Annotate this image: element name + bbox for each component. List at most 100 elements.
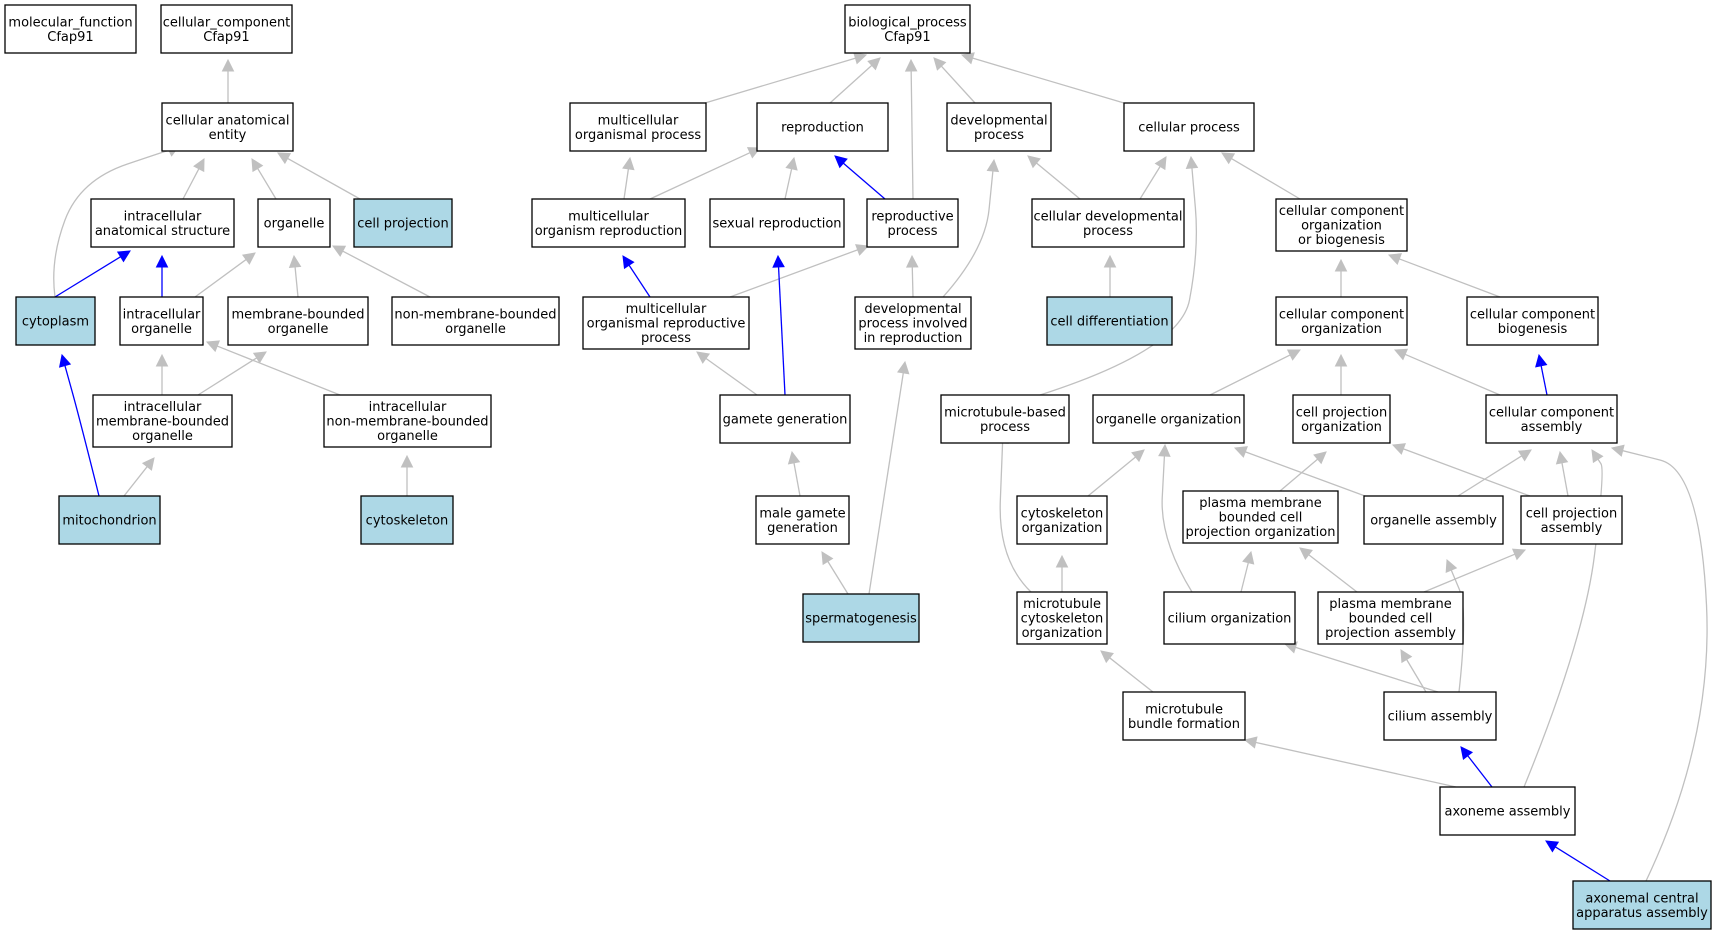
node-box[interactable] <box>854 296 972 350</box>
node-box[interactable] <box>1016 591 1108 645</box>
go-term-node-mito[interactable]: mitochondrion <box>58 495 161 545</box>
node-box[interactable] <box>119 296 204 346</box>
node-box[interactable] <box>1092 394 1245 444</box>
node-box[interactable] <box>1016 495 1108 545</box>
node-label-line: microtubule <box>1145 702 1223 717</box>
node-label-line: cytoskeleton <box>366 514 449 529</box>
node-box[interactable] <box>844 4 971 54</box>
node-box[interactable] <box>866 198 959 248</box>
node-box[interactable] <box>755 495 850 545</box>
node-box[interactable] <box>569 102 707 152</box>
node-box[interactable] <box>1122 691 1246 741</box>
edge-line <box>729 248 860 298</box>
go-term-node-ciliumo[interactable]: cilium organization <box>1163 591 1296 645</box>
node-box[interactable] <box>1439 786 1576 836</box>
go-term-node-cellp[interactable]: cellular process <box>1123 102 1255 152</box>
go-term-node-sexr[interactable]: sexual reproduction <box>709 198 845 248</box>
node-box[interactable] <box>92 394 233 448</box>
node-box[interactable] <box>940 394 1070 444</box>
go-term-node-cyto[interactable]: cytoplasm <box>15 296 96 346</box>
node-box[interactable] <box>353 198 453 248</box>
node-box[interactable] <box>802 593 920 643</box>
node-box[interactable] <box>1182 490 1339 544</box>
go-term-node-spermato[interactable]: spermatogenesis <box>802 593 920 643</box>
node-box[interactable] <box>1317 591 1464 645</box>
go-term-node-gameteg[interactable]: gamete generation <box>719 394 851 444</box>
node-box[interactable] <box>161 102 294 152</box>
go-term-node-cproj[interactable]: cell projection <box>353 198 453 248</box>
go-term-node-ciliuma[interactable]: cilium assembly <box>1383 691 1497 741</box>
node-box[interactable] <box>1123 102 1255 152</box>
edge-line <box>868 370 905 595</box>
go-term-node-repro[interactable]: reproduction <box>756 102 889 152</box>
node-box[interactable] <box>227 296 369 346</box>
node-box[interactable] <box>257 198 331 248</box>
go-term-node-cytosk[interactable]: cytoskeleton <box>360 495 454 545</box>
node-box[interactable] <box>582 296 750 350</box>
go-term-node-orgorg[interactable]: organelle organization <box>1092 394 1245 444</box>
edge-arrowhead <box>252 351 267 364</box>
edge-arrowhead <box>1391 443 1406 455</box>
node-box[interactable] <box>1275 296 1408 346</box>
node-box[interactable] <box>1163 591 1296 645</box>
node-box[interactable] <box>1046 296 1173 346</box>
node-box[interactable] <box>531 198 686 248</box>
go-term-node-orgasm[interactable]: organelle assembly <box>1363 495 1504 545</box>
node-box[interactable] <box>946 102 1052 152</box>
node-box[interactable] <box>709 198 845 248</box>
node-box[interactable] <box>160 4 293 54</box>
node-box[interactable] <box>58 495 161 545</box>
node-box[interactable] <box>1031 198 1185 248</box>
node-box[interactable] <box>1292 394 1391 444</box>
node-box[interactable] <box>719 394 851 444</box>
node-box[interactable] <box>1485 394 1618 444</box>
node-box[interactable] <box>756 102 889 152</box>
go-term-node-axasm[interactable]: axoneme assembly <box>1439 786 1576 836</box>
node-box[interactable] <box>1275 198 1408 252</box>
go-term-node-celldiff[interactable]: cell differentiation <box>1046 296 1173 346</box>
node-box[interactable] <box>1466 296 1599 346</box>
go-term-node-org[interactable]: organelle <box>257 198 331 248</box>
go-term-node-inmbo[interactable]: intracellularnon-membrane-boundedorganel… <box>323 394 492 448</box>
node-box[interactable] <box>1383 691 1497 741</box>
node-box[interactable] <box>1572 880 1712 930</box>
node-box[interactable] <box>323 394 492 448</box>
node-box[interactable] <box>4 4 137 54</box>
node-box[interactable] <box>1520 495 1623 545</box>
node-box[interactable] <box>391 296 560 346</box>
node-box[interactable] <box>90 198 235 248</box>
node-box[interactable] <box>360 495 454 545</box>
node-box[interactable] <box>15 296 96 346</box>
node-box[interactable] <box>1363 495 1504 545</box>
